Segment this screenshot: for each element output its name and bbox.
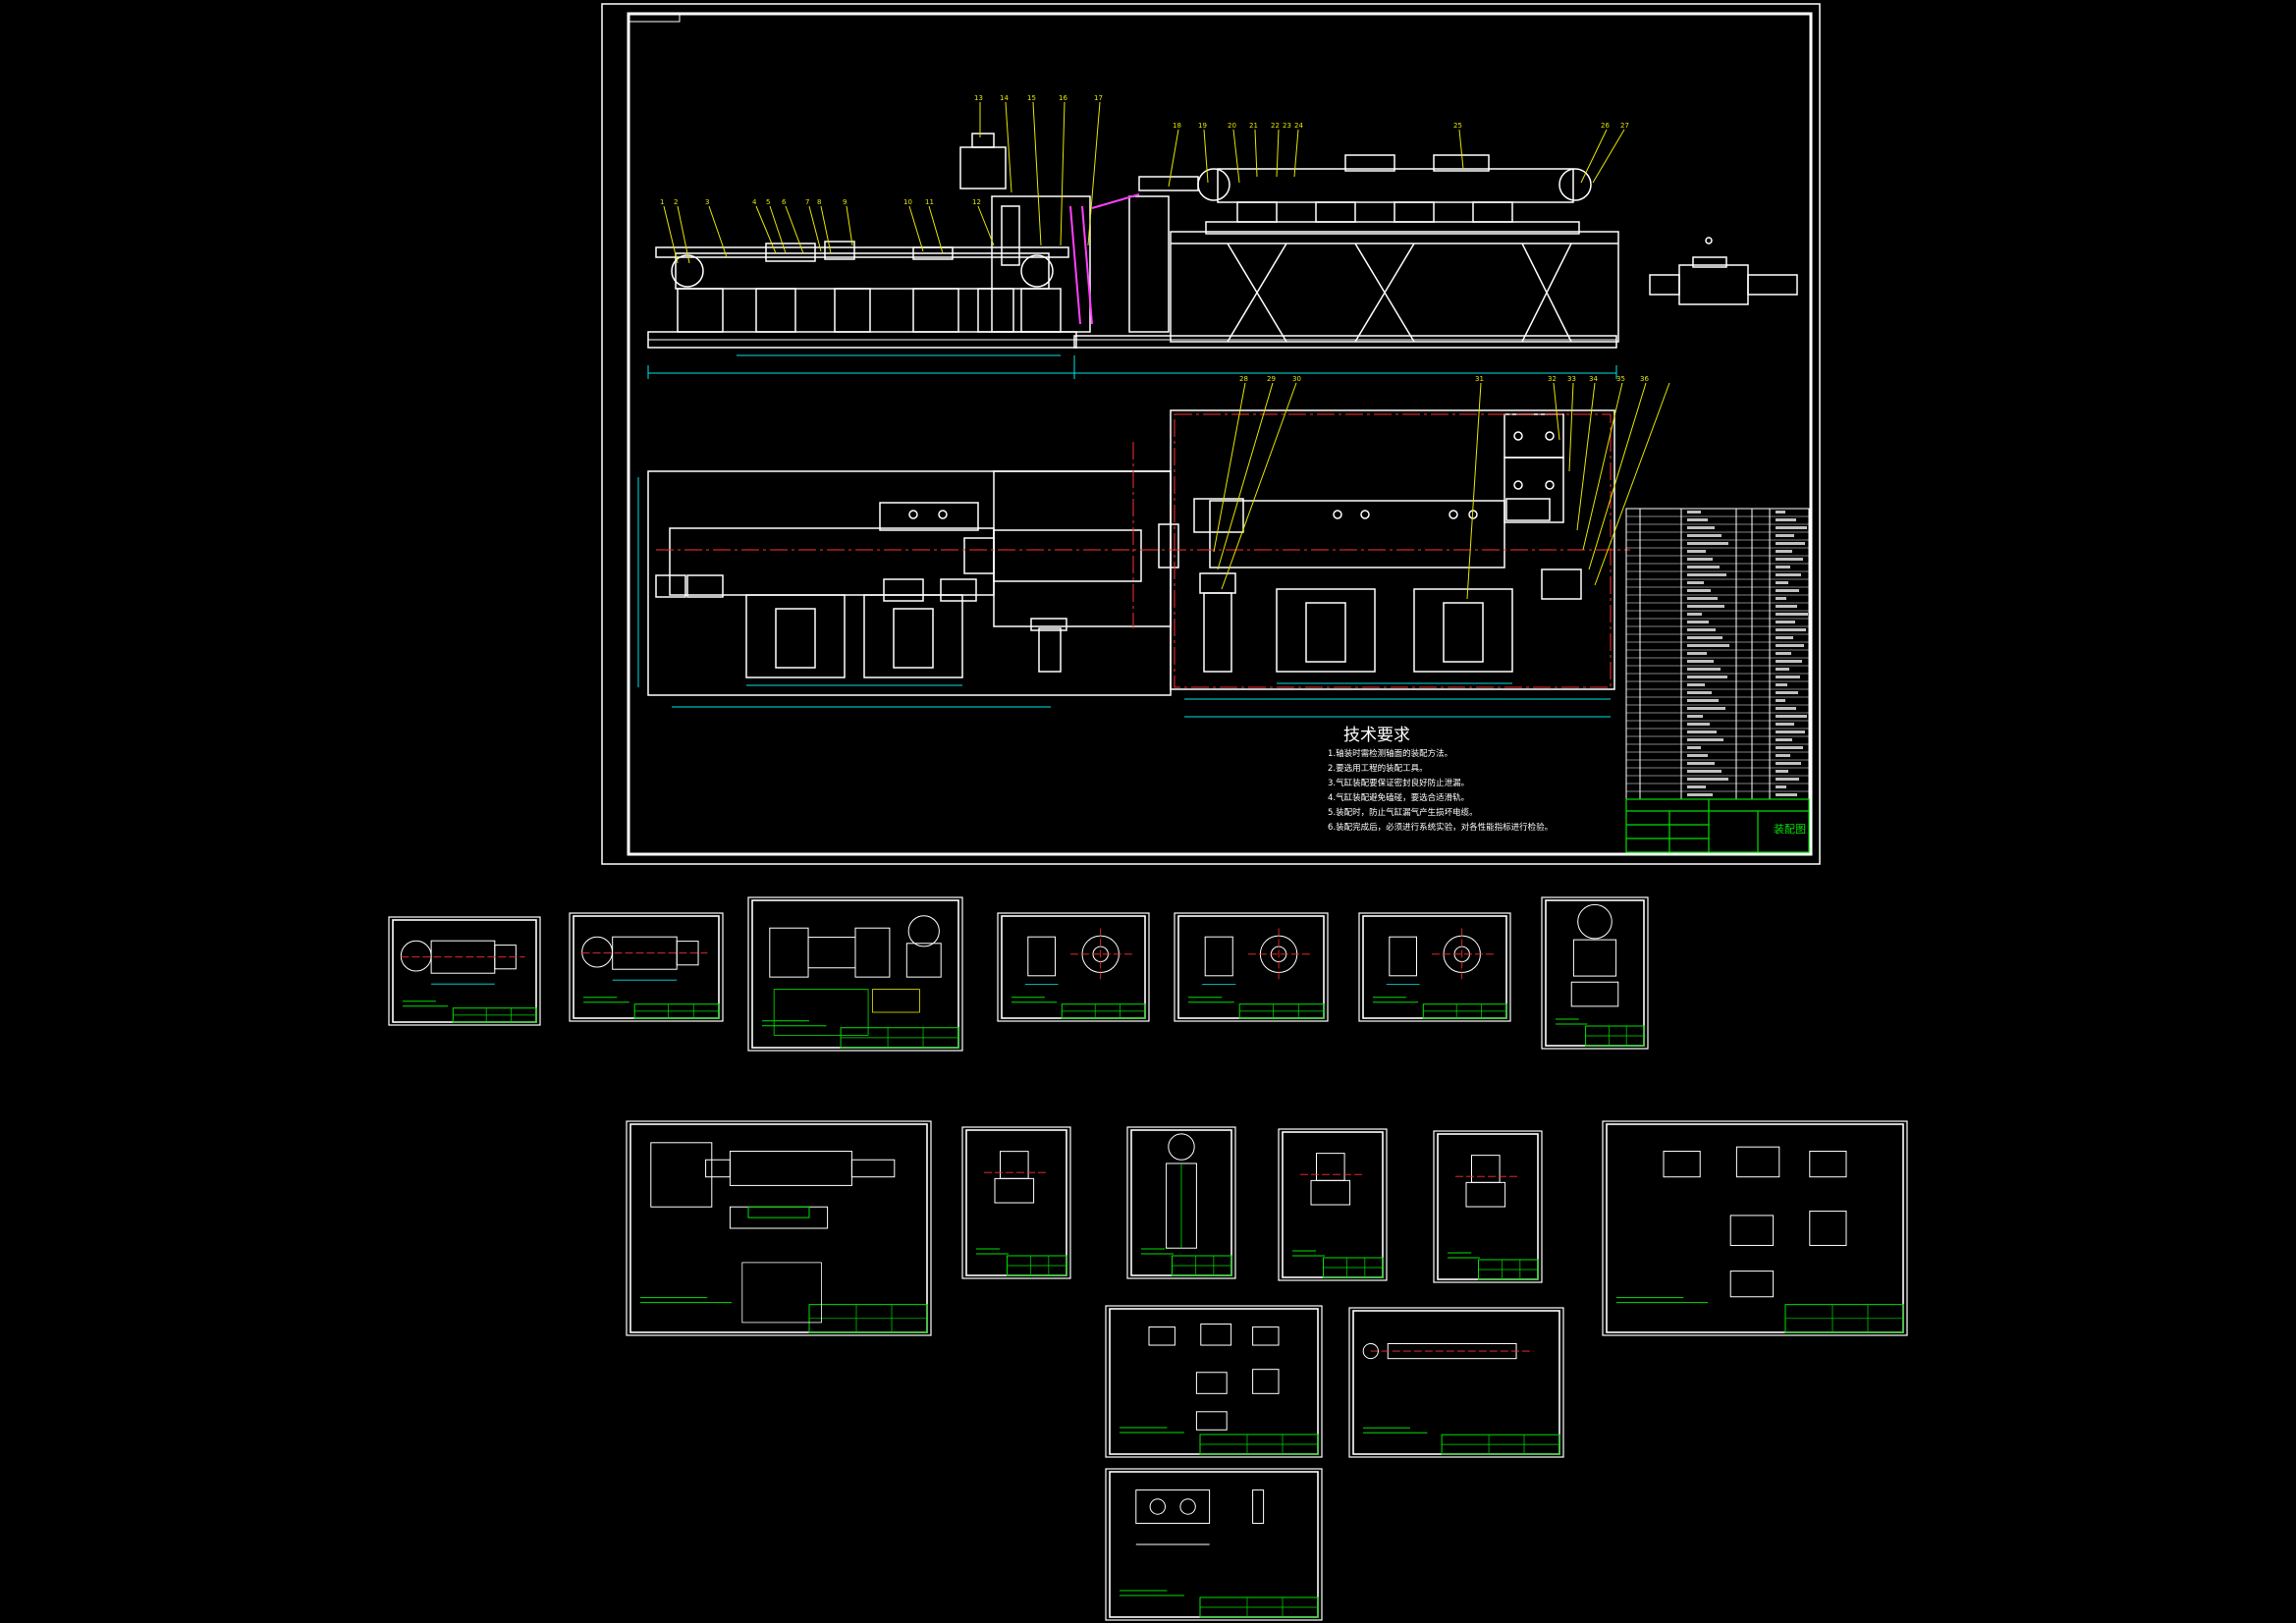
detail-sheet-12 [1433, 1130, 1543, 1283]
part-number-3: 3 [705, 198, 709, 206]
tech-req-item-5: 5.装配时，防止气缸漏气产生损坏电缆。 [1328, 807, 1478, 818]
part-number-24: 24 [1294, 122, 1303, 130]
part-number-33: 33 [1567, 375, 1576, 383]
part-number-14: 14 [1000, 94, 1009, 102]
part-number-23: 23 [1283, 122, 1291, 130]
parts-list-table [1625, 508, 1810, 800]
sheet-inner-border [627, 12, 1813, 856]
part-number-2: 2 [674, 198, 678, 206]
title-block [1625, 798, 1810, 853]
detail-sheet-3 [747, 896, 963, 1052]
part-number-25: 25 [1453, 122, 1462, 130]
part-number-1: 1 [660, 198, 664, 206]
detail-sheet-1 [388, 916, 541, 1026]
plan-part-numbers: 28 29 30 31 32 33 34 35 36 [1239, 375, 1649, 383]
plan-centerlines [656, 413, 1630, 688]
detail-sheet-2 [569, 912, 724, 1022]
plan-leaders [1213, 382, 1670, 600]
detail-sheet-7 [1541, 896, 1649, 1050]
part-number-26: 26 [1601, 122, 1610, 130]
detail-sheet-14 [1105, 1305, 1323, 1458]
part-number-7: 7 [805, 198, 809, 206]
front-part-numbers: 1 2 3 4 5 6 7 8 9 10 11 12 13 14 15 16 1… [660, 94, 1629, 206]
front-elevation-view [647, 133, 1798, 349]
part-number-9: 9 [843, 198, 847, 206]
part-number-13: 13 [974, 94, 983, 102]
detail-sheets [388, 896, 1908, 1621]
detail-sheet-15 [1348, 1307, 1564, 1458]
part-number-17: 17 [1094, 94, 1103, 102]
part-number-20: 20 [1228, 122, 1236, 130]
detail-sheet-9 [961, 1126, 1071, 1279]
part-number-10: 10 [903, 198, 912, 206]
part-number-6: 6 [782, 198, 787, 206]
part-number-15: 15 [1027, 94, 1036, 102]
part-number-30: 30 [1292, 375, 1301, 383]
part-number-18: 18 [1173, 122, 1181, 130]
detail-sheet-16 [1105, 1468, 1323, 1621]
part-number-5: 5 [766, 198, 770, 206]
part-number-32: 32 [1548, 375, 1557, 383]
plan-view [647, 409, 1615, 696]
tech-req-list: 1.轴装时需检测轴面的装配方法。 2.要选用工程的装配工具。 3.气缸装配要保证… [1328, 748, 1553, 833]
tech-req-item-6: 6.装配完成后，必须进行系统实验，对各性能指标进行检验。 [1328, 822, 1553, 833]
front-leaders [663, 101, 1625, 264]
detail-sheet-4 [997, 912, 1150, 1022]
detail-sheet-10 [1126, 1126, 1236, 1279]
front-cylinder-highlight [1069, 193, 1140, 325]
part-number-34: 34 [1589, 375, 1598, 383]
detail-sheet-13 [1602, 1120, 1908, 1336]
part-number-28: 28 [1239, 375, 1248, 383]
part-number-22: 22 [1271, 122, 1280, 130]
part-number-21: 21 [1249, 122, 1258, 130]
detail-sheet-8 [626, 1120, 932, 1336]
part-number-36: 36 [1640, 375, 1649, 383]
detail-sheet-6 [1358, 912, 1511, 1022]
main-assembly-sheet [601, 3, 1821, 865]
part-number-16: 16 [1059, 94, 1067, 102]
tech-req-item-2: 2.要选用工程的装配工具。 [1328, 763, 1428, 774]
detail-sheet-5 [1174, 912, 1329, 1022]
detail-sheet-11 [1278, 1128, 1388, 1281]
tech-req-item-3: 3.气缸装配要保证密封良好防止泄漏。 [1328, 778, 1469, 788]
plan-dimensions [637, 477, 1611, 718]
part-number-27: 27 [1620, 122, 1629, 130]
part-number-4: 4 [752, 198, 757, 206]
tech-req-item-1: 1.轴装时需检测轴面的装配方法。 [1328, 748, 1452, 759]
front-dimensions [647, 354, 1617, 379]
part-number-12: 12 [972, 198, 981, 206]
title-block-name: 装配图 [1774, 823, 1806, 836]
part-number-11: 11 [925, 198, 934, 206]
part-number-31: 31 [1475, 375, 1484, 383]
tech-req-item-4: 4.气缸装配避免磕碰，要选合适滑轨。 [1328, 792, 1469, 803]
sheet-outer-border [601, 3, 1821, 865]
part-number-35: 35 [1616, 375, 1625, 383]
part-number-8: 8 [817, 198, 821, 206]
part-number-19: 19 [1198, 122, 1207, 130]
tech-req-title: 技术要求 [1343, 726, 1410, 745]
part-number-29: 29 [1267, 375, 1276, 383]
